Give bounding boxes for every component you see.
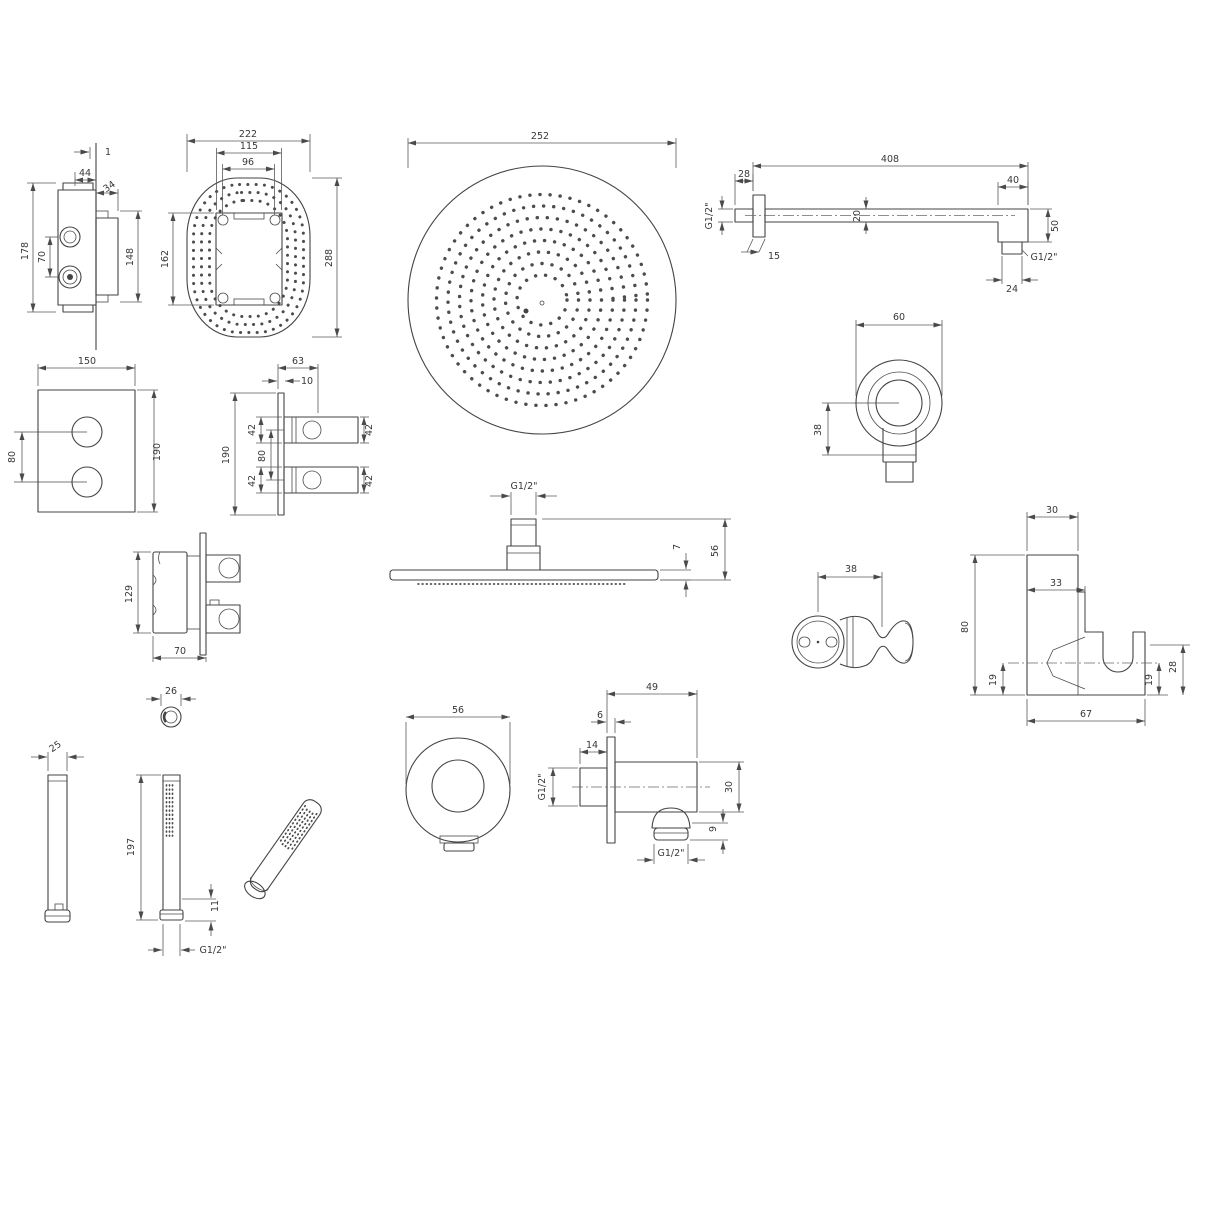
dim-label: 63 (292, 356, 304, 367)
dim-label: G1/2" (657, 848, 684, 859)
dim-label: 1 (105, 147, 111, 158)
dim-label: 56 (710, 545, 721, 557)
dim-label: 288 (324, 249, 335, 267)
dim-label: 60 (893, 312, 905, 323)
dim-label: 42 (364, 475, 375, 487)
dim-label: 42 (247, 424, 258, 436)
dim-label: 49 (646, 682, 658, 693)
dim-label: 190 (221, 446, 232, 464)
valve-rough-in-side-view: 1 44 34 178 70 148 (20, 143, 142, 350)
dim-label: 222 (239, 129, 257, 140)
dim-label: 67 (1080, 709, 1092, 720)
dim-label: 25 (47, 739, 63, 755)
knob-detail-view: 26 (146, 686, 196, 728)
dim-label: 20 (852, 210, 863, 222)
dim-label: G1/2" (199, 945, 226, 956)
dim-label: 30 (1046, 505, 1058, 516)
dim-label: 70 (37, 251, 48, 263)
dim-label: 9 (708, 826, 719, 832)
dim-label: 34 (101, 179, 117, 195)
dim-label: 408 (881, 154, 899, 165)
dim-label: 197 (126, 838, 137, 856)
dim-label: G1/2" (537, 773, 548, 800)
head-outline (407, 165, 677, 435)
valve-trim-front-view: 150 80 190 (7, 356, 163, 513)
dim-label: 11 (210, 900, 221, 912)
dim-label: 24 (1006, 284, 1018, 295)
dim-label: 14 (586, 740, 598, 751)
wall-bracket-side-view: 30 33 80 19 67 19 28 (960, 505, 1190, 726)
dim-label: 19 (988, 674, 999, 686)
handset-front-view: 25 (31, 739, 84, 923)
dim-label: 10 (301, 376, 313, 387)
shower-head-side-view: G1/2" 7 56 (389, 481, 731, 597)
dim-label: 252 (531, 131, 549, 142)
outlet-elbow-side-view: 49 6 14 G1/2" 30 9 G1/2" (537, 682, 744, 864)
dim-label: 42 (247, 475, 258, 487)
dim-label: 56 (452, 705, 464, 716)
dim-label: 96 (242, 157, 254, 168)
wall-outlet-front-view: 60 38 (813, 312, 943, 483)
dim-label: G1/2" (1030, 252, 1057, 263)
dim-label: 50 (1050, 220, 1061, 232)
dim-label: 148 (125, 248, 136, 266)
dim-label: 80 (7, 451, 18, 463)
dim-label: 178 (20, 242, 31, 260)
dim-label: 80 (960, 621, 971, 633)
dim-label: 33 (1050, 578, 1062, 589)
dim-label: 115 (240, 141, 258, 152)
dim-label: 15 (768, 251, 780, 262)
handset-side-view: 197 11 G1/2" (126, 774, 227, 956)
shower-head-top-view: 252 (407, 131, 677, 435)
valve-trim-side-view: 63 10 190 42 80 42 42 42 (221, 356, 375, 516)
outlet-elbow-front-view: 56 (405, 705, 511, 852)
dim-label: 70 (174, 646, 186, 657)
dim-label: 19 (1144, 674, 1155, 686)
dim-label: 7 (672, 544, 683, 550)
dim-label: 190 (152, 443, 163, 461)
dim-label: 44 (79, 168, 91, 179)
dim-label: 162 (160, 250, 171, 268)
dim-label: 26 (165, 686, 177, 697)
dim-label: G1/2" (704, 202, 715, 229)
dim-label: 42 (364, 424, 375, 436)
dim-label: 129 (124, 585, 135, 603)
dim-label: 30 (724, 781, 735, 793)
thermostatic-valve-side-view: 129 70 (124, 532, 241, 662)
dim-label: G1/2" (510, 481, 537, 492)
dim-label: 38 (845, 564, 857, 575)
dim-label: 150 (78, 356, 96, 367)
dim-label: 40 (1007, 175, 1019, 186)
dim-label: 28 (1168, 661, 1179, 673)
dim-label: 6 (597, 710, 603, 721)
dim-label: 28 (738, 169, 750, 180)
dim-label: 80 (257, 450, 268, 462)
wall-arm-side-view: 408 28 G1/2" 15 20 40 50 G1/2" 24 (704, 154, 1061, 295)
ceiling-plate-front-view: 222 115 96 162 288 (160, 129, 342, 338)
handset-perspective-view (244, 799, 322, 900)
dim-label: 38 (813, 424, 824, 436)
handset-holder-side-view: 38 (791, 564, 914, 669)
